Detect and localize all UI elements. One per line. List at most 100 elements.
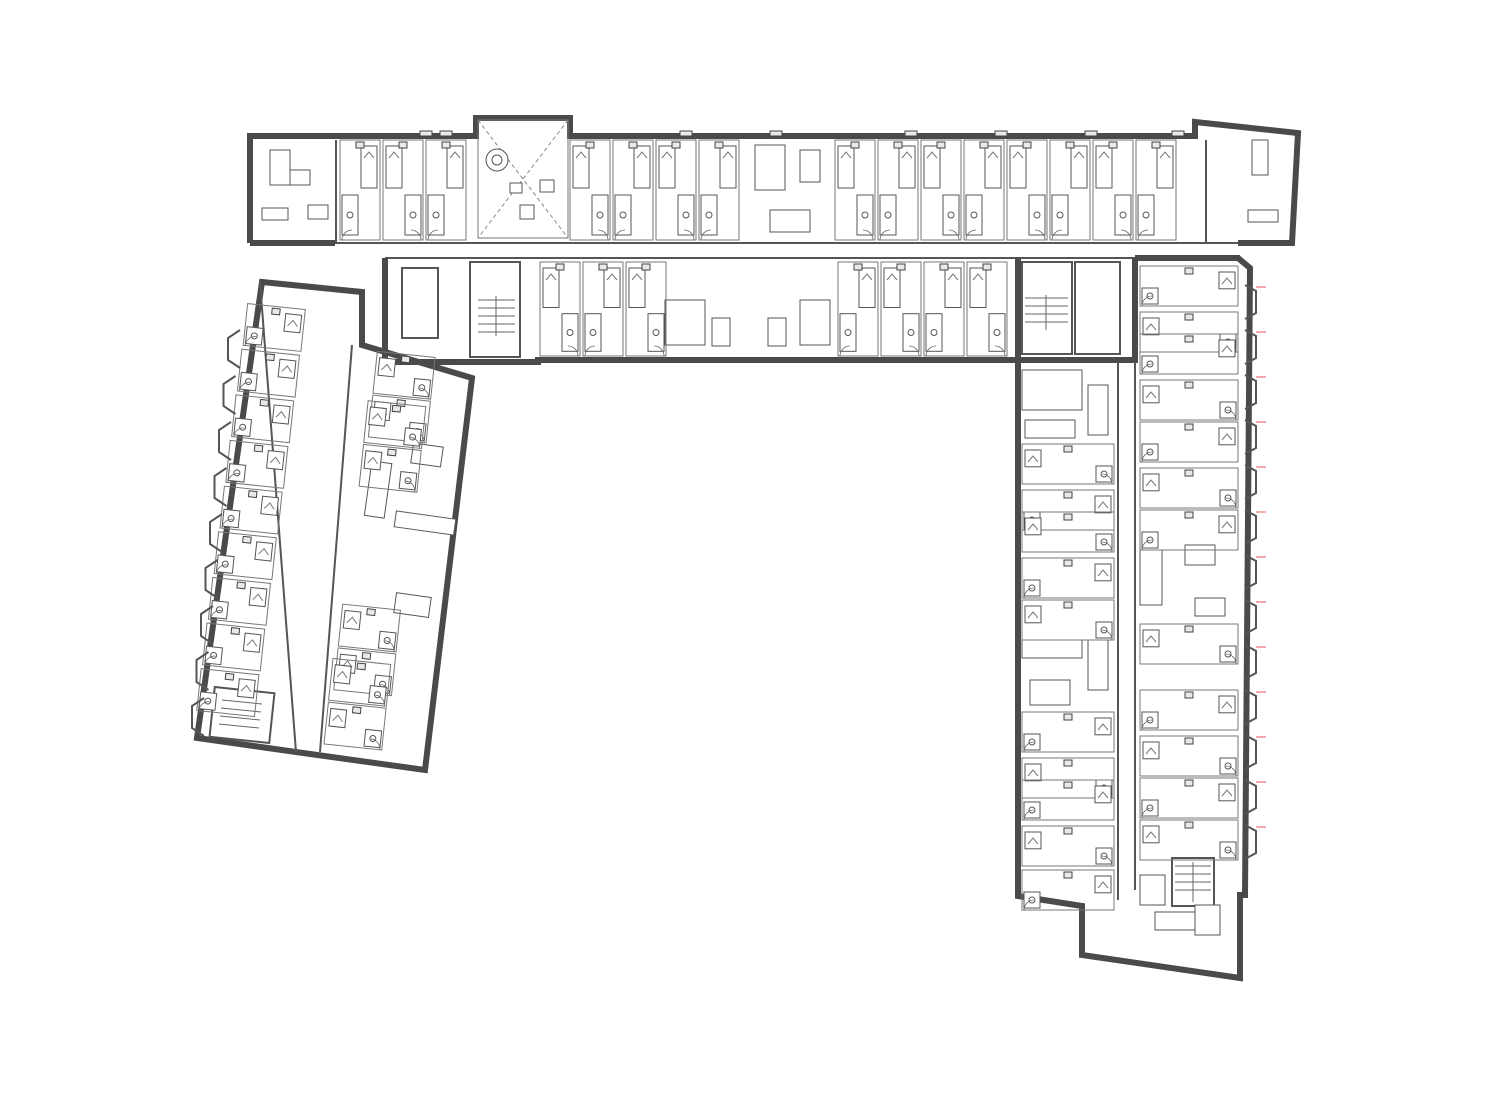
stair-icon [478, 296, 515, 336]
door-swing-icon [380, 684, 390, 696]
bed-icon [1218, 695, 1236, 714]
door-swing-icon [1137, 229, 1149, 241]
door-swing-icon [385, 640, 395, 652]
room-module [1139, 689, 1239, 731]
bed-icon [1142, 741, 1160, 760]
room-module [225, 439, 289, 489]
door-swing-icon [1023, 587, 1035, 599]
door-swing-icon [427, 229, 439, 241]
bed-icon [342, 609, 362, 631]
bed-icon [1218, 271, 1236, 290]
room-module [569, 139, 611, 241]
room-module [363, 400, 427, 450]
bed-icon [1094, 563, 1112, 582]
door-swing-icon [1034, 229, 1046, 241]
room-module [539, 261, 581, 357]
room-module [880, 261, 922, 357]
room-module [655, 139, 697, 241]
door-swing-icon [215, 564, 228, 574]
door-swing-icon [1141, 363, 1153, 375]
door-swing-icon [614, 229, 626, 241]
door-swing-icon [204, 655, 216, 666]
bed-icon [1218, 783, 1236, 802]
room-module [877, 139, 919, 241]
room-module [337, 603, 401, 653]
bed-icon [1094, 785, 1112, 804]
room-module [1021, 869, 1115, 911]
bed-icon [628, 267, 646, 308]
room-module [1021, 711, 1115, 753]
door-swing-icon [1120, 229, 1132, 241]
room-module [963, 139, 1005, 241]
door-swing-icon [239, 381, 251, 392]
room-module [834, 139, 876, 241]
bed-icon [1218, 339, 1236, 358]
door-swing-icon [410, 436, 420, 449]
room-module [207, 576, 272, 626]
door-swing-icon [653, 345, 665, 357]
room-module [202, 622, 266, 672]
room-module [1092, 139, 1134, 241]
door-swing-icon [227, 473, 239, 483]
door-swing-icon [1225, 409, 1237, 421]
room-module [372, 350, 436, 400]
room-module [698, 139, 740, 241]
door-swing-icon [965, 229, 977, 241]
room-module [1139, 777, 1239, 819]
room-module [242, 302, 306, 352]
door-swing-icon [1023, 809, 1035, 821]
north-wing [247, 115, 1302, 365]
bed-icon [1142, 629, 1160, 648]
door-swing-icon [1141, 451, 1153, 463]
room-module [625, 261, 667, 357]
room-module [1139, 509, 1239, 551]
bed-icon [1142, 825, 1160, 844]
bed-icon [368, 406, 387, 427]
door-swing-icon [1225, 849, 1237, 861]
bed-icon [265, 449, 285, 471]
bed-icon [271, 404, 291, 425]
bed-icon [542, 267, 560, 308]
door-swing-icon [1023, 899, 1035, 911]
room-module [966, 261, 1008, 357]
bed-icon [242, 632, 262, 653]
bed-icon [328, 707, 348, 729]
door-swing-icon [700, 229, 712, 241]
bed-icon [603, 267, 621, 308]
room-module [1049, 139, 1091, 241]
door-swing-icon [839, 345, 851, 357]
room-module [1021, 443, 1115, 485]
room-module [612, 139, 654, 241]
door-swing-icon [683, 229, 695, 241]
door-swing-icon [908, 345, 920, 357]
bed-icon [248, 586, 268, 608]
door-swing-icon [375, 694, 385, 707]
door-swing-icon [948, 229, 960, 241]
room-module [323, 701, 387, 751]
bed-icon [1024, 831, 1042, 850]
door-swing-icon [1225, 765, 1237, 777]
door-swing-icon [879, 229, 891, 241]
door-swing-icon [210, 610, 222, 620]
room-module [1139, 623, 1239, 665]
room-module [1021, 779, 1115, 821]
room-module [582, 261, 624, 357]
bed-icon [1024, 517, 1042, 536]
room-module [1021, 511, 1115, 553]
door-swing-icon [410, 229, 422, 241]
bed-icon [332, 664, 352, 685]
room-module [236, 348, 301, 398]
door-swing-icon [233, 427, 245, 437]
room-module [339, 139, 381, 241]
bed-icon [1024, 605, 1042, 624]
door-swing-icon [994, 345, 1006, 357]
door-swing-icon [567, 345, 579, 357]
door-swing-icon [1141, 295, 1153, 307]
door-swing-icon [419, 387, 430, 400]
door-swing-icon [1101, 629, 1113, 641]
door-swing-icon [370, 738, 381, 750]
bed-icon [277, 358, 297, 379]
door-swing-icon [1051, 229, 1063, 241]
bed-icon [1094, 875, 1112, 894]
